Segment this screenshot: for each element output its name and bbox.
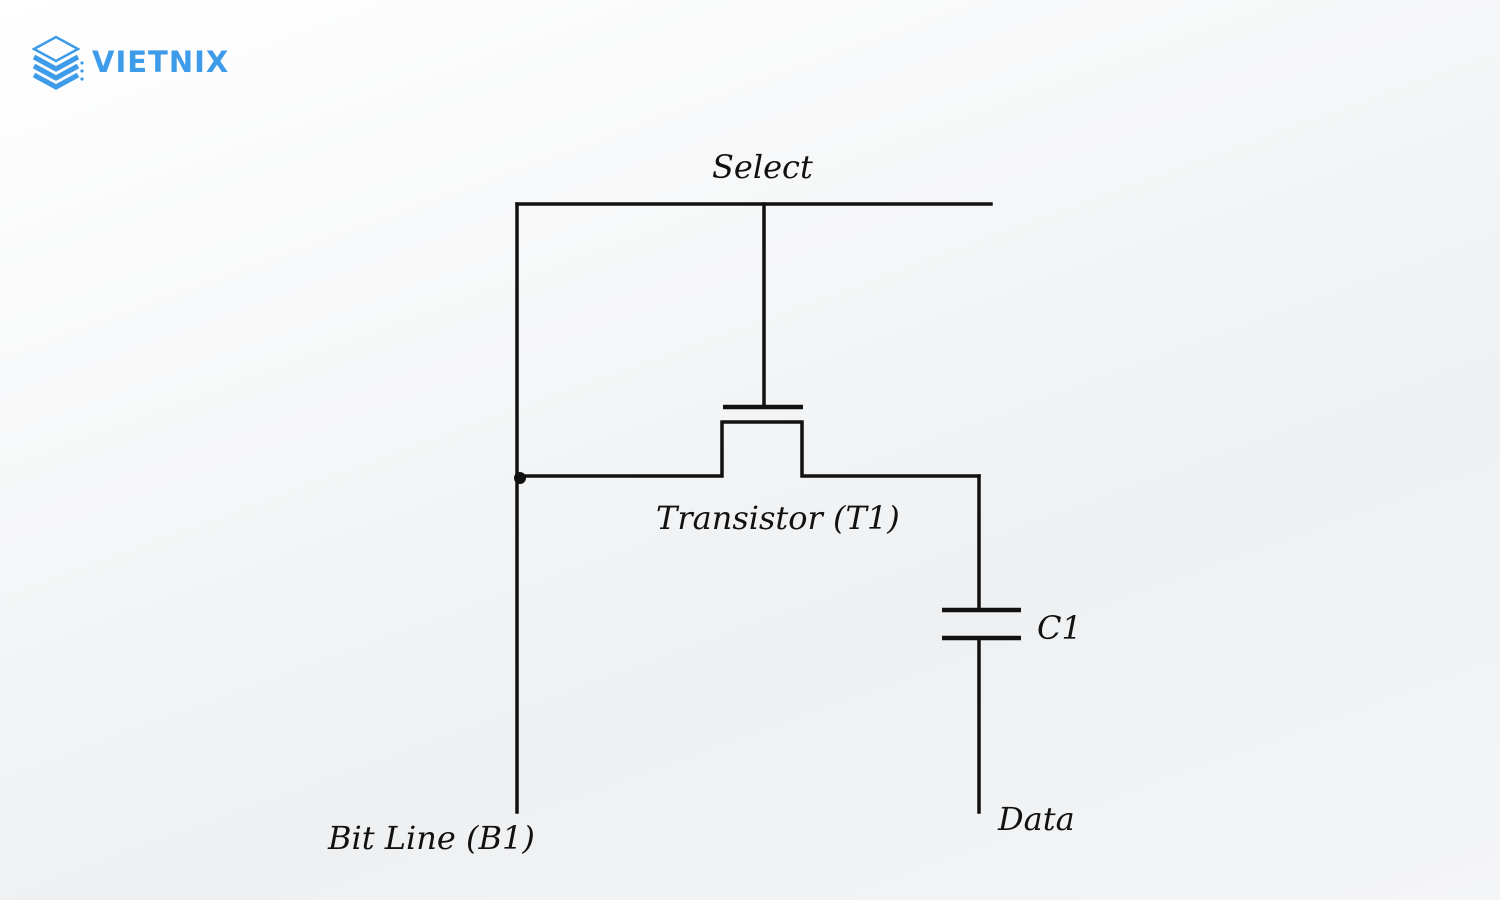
transistor-channel bbox=[515, 420, 981, 478]
data-label: Data bbox=[998, 800, 1075, 838]
bit-line-label: Bit Line (B1) bbox=[328, 819, 535, 857]
transistor-label: Transistor (T1) bbox=[656, 499, 900, 537]
junction-dot bbox=[514, 472, 526, 484]
select-label: Select bbox=[712, 148, 813, 186]
capacitor-label: C1 bbox=[1037, 609, 1082, 647]
vietnix-logo: VIETNIX bbox=[30, 32, 228, 92]
logo-wordmark: VIETNIX bbox=[92, 45, 230, 79]
stacked-layers-logo-icon bbox=[31, 35, 84, 90]
